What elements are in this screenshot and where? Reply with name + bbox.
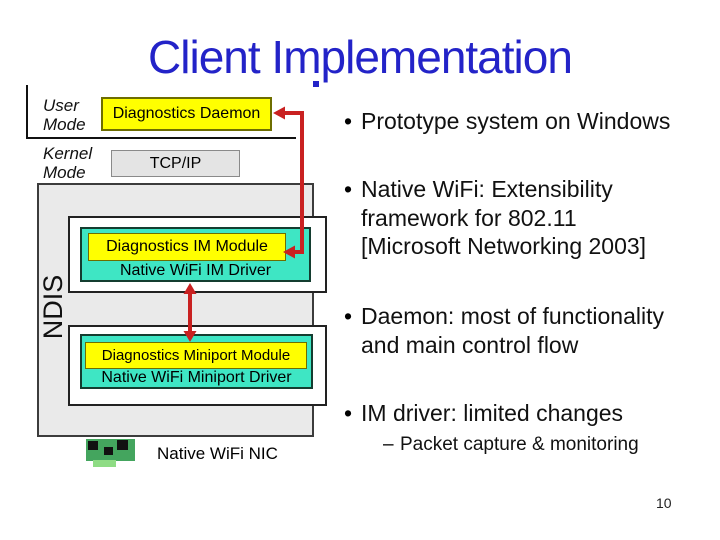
bullet-line: IM driver: limited changes	[361, 400, 624, 426]
nic-chip-icon	[86, 439, 135, 467]
bullet-line: Daemon: most of functionality	[361, 303, 664, 329]
tcpip-box: TCP/IP	[111, 150, 240, 177]
mode-boundary-vertical-line	[26, 85, 28, 139]
bullet-line: [Microsoft Networking 2003]	[361, 233, 647, 259]
arrowhead-to-daemon-icon	[273, 106, 285, 120]
tcpip-label: TCP/IP	[149, 154, 202, 172]
bullet-im-driver: IM driver: limited changes	[361, 399, 623, 428]
bullet-line: framework for 802.11	[361, 204, 577, 231]
bullet-marker: •	[344, 303, 353, 329]
bullet-prototype: Prototype system on Windows	[361, 107, 670, 136]
kernel-mode-label: Kernel Mode	[43, 144, 93, 182]
bullet-daemon: Daemon: most of functionality and main c…	[361, 302, 664, 359]
nic-chip-connector-icon	[93, 460, 116, 467]
diagnostics-daemon-box: Diagnostics Daemon	[101, 97, 272, 131]
sub-bullet-marker: –	[383, 434, 394, 455]
nic-chip-pin-icon	[117, 440, 128, 450]
page-number: 10	[656, 495, 672, 511]
user-kernel-separator-line	[26, 137, 296, 139]
diagnostics-im-module-label: Diagnostics IM Module	[106, 238, 268, 255]
bullet-native-wifi: Native WiFi: Extensibility framework for…	[361, 175, 646, 261]
ndis-label: NDIS	[38, 274, 68, 340]
diagnostics-miniport-module-box: Diagnostics Miniport Module	[85, 342, 307, 369]
bullet-line: and main control flow	[361, 331, 579, 358]
bullet-marker: •	[344, 400, 353, 426]
bullet-line: Prototype system on Windows	[361, 108, 671, 134]
diagnostics-miniport-module-label: Diagnostics Miniport Module	[101, 347, 291, 364]
native-wifi-miniport-driver-label: Native WiFi Miniport Driver	[101, 369, 292, 386]
user-mode-label: User Mode	[43, 96, 86, 134]
native-wifi-im-driver-label: Native WiFi IM Driver	[119, 262, 272, 279]
slide-title: Client Implementation	[148, 31, 573, 83]
nic-chip-pin-icon	[88, 441, 98, 450]
nic-chip-pin-icon	[104, 447, 113, 455]
diagnostics-im-module-box: Diagnostics IM Module	[88, 233, 286, 261]
bullet-marker: •	[344, 108, 353, 134]
bullet-line: Native WiFi: Extensibility	[361, 176, 613, 202]
bullet-marker: •	[344, 176, 353, 202]
blue-dot-decoration	[313, 81, 319, 87]
diagnostics-daemon-label: Diagnostics Daemon	[112, 105, 261, 122]
sub-bullet-packet-capture: Packet capture & monitoring	[400, 434, 639, 455]
native-wifi-nic-label: Native WiFi NIC	[157, 444, 278, 463]
